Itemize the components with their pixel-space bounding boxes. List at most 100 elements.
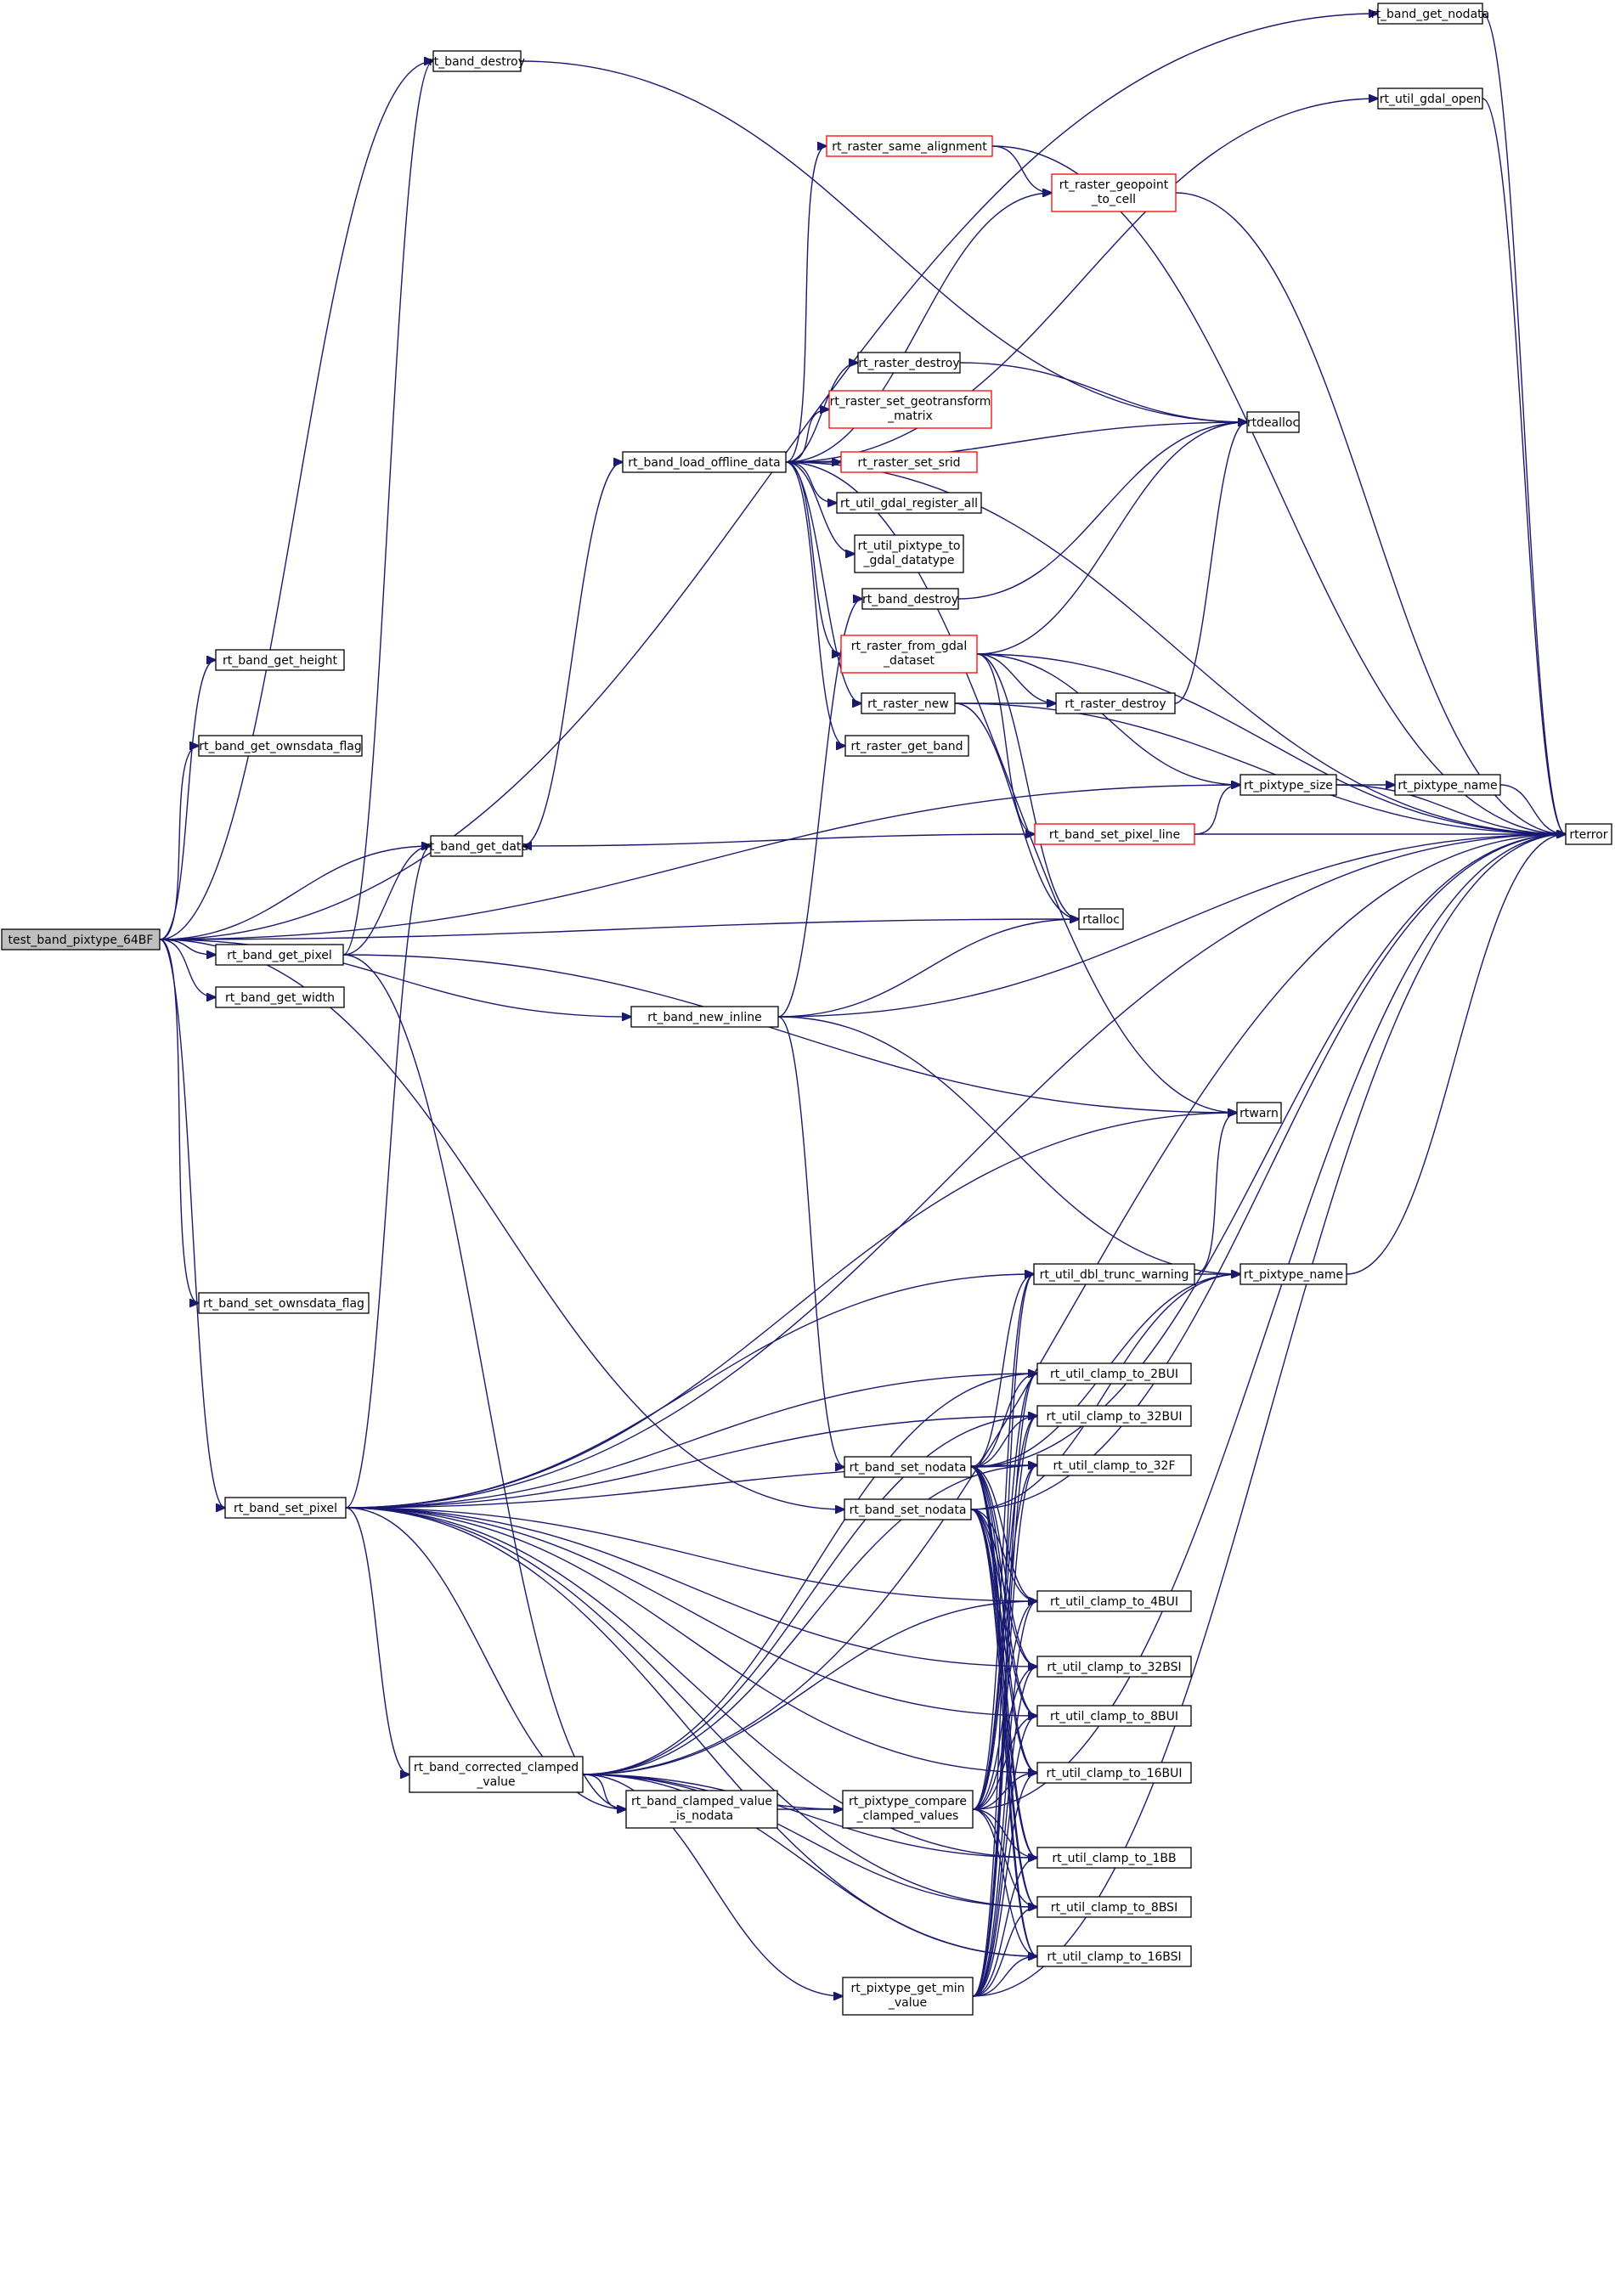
edge-path bbox=[970, 1466, 1037, 1667]
node-clamp_2bui[interactable]: rt_util_clamp_to_2BUI bbox=[1036, 1362, 1192, 1385]
node-label: rt_band_destroy bbox=[429, 55, 525, 69]
node-box bbox=[1036, 1656, 1192, 1678]
node-gdal_register[interactable]: rt_util_gdal_register_all bbox=[836, 492, 982, 514]
node-dbl_trunc[interactable]: rt_util_dbl_trunc_warning bbox=[1033, 1263, 1195, 1285]
node-clamp_4bui[interactable]: rt_util_clamp_to_4BUI bbox=[1036, 1590, 1192, 1612]
node-box bbox=[430, 835, 523, 857]
edge-path bbox=[972, 1465, 1037, 1810]
edge-compare_clamped-to-clamp_32f bbox=[972, 1465, 1037, 1810]
edge-path bbox=[159, 939, 631, 1017]
node-clamp_16bui[interactable]: rt_util_clamp_to_16BUI bbox=[1036, 1762, 1192, 1784]
node-geopoint[interactable]: rt_raster_geopoint_to_cell bbox=[1051, 173, 1177, 212]
node-label: rt_util_clamp_to_16BUI bbox=[1047, 1767, 1183, 1780]
node-compare_clamped[interactable]: rt_pixtype_compare_clamped_values bbox=[842, 1790, 974, 1829]
node-set_nodata_a[interactable]: rt_band_set_nodata bbox=[844, 1456, 972, 1478]
node-box bbox=[857, 352, 961, 374]
node-label: rt_band_get_nodata bbox=[1371, 8, 1489, 21]
node-destroy_mid[interactable]: rt_band_destroy bbox=[861, 588, 959, 610]
node-raster_destroy_a[interactable]: rt_raster_destroy bbox=[857, 352, 961, 374]
edge-corrected-to-clamp_2bui bbox=[582, 1374, 1037, 1775]
edge-from_gdal-to-rtalloc bbox=[976, 653, 1079, 919]
node-get_ownsdata[interactable]: rt_band_get_ownsdata_flag bbox=[198, 735, 363, 757]
node-pixtype_name_b[interactable]: rt_pixtype_name bbox=[1239, 1263, 1347, 1285]
node-label: _gdal_datatype bbox=[862, 554, 954, 567]
edge-set_pixel-to-clamp_8bsi bbox=[345, 1507, 1037, 1907]
node-raster_destroy_b[interactable]: rt_raster_destroy bbox=[1055, 692, 1176, 714]
node-box bbox=[854, 534, 964, 573]
edge-path bbox=[972, 1667, 1037, 1997]
node-clamp_8bui[interactable]: rt_util_clamp_to_8BUI bbox=[1036, 1705, 1192, 1727]
node-rterror[interactable]: rterror bbox=[1565, 823, 1612, 845]
node-box bbox=[1565, 823, 1612, 845]
edge-path bbox=[582, 1374, 1037, 1775]
node-rtwarn[interactable]: rtwarn bbox=[1236, 1102, 1282, 1124]
edge-corrected-to-clamped_nodata bbox=[582, 1774, 626, 1809]
node-corrected[interactable]: rt_band_corrected_clamped_value bbox=[409, 1756, 584, 1793]
node-set_srid[interactable]: rt_raster_set_srid bbox=[840, 451, 978, 473]
node-clamp_8bsi[interactable]: rt_util_clamp_to_8BSI bbox=[1036, 1896, 1192, 1918]
node-new_inline[interactable]: rt_band_new_inline bbox=[630, 1006, 779, 1028]
node-clamp_16bsi[interactable]: rt_util_clamp_to_16BSI bbox=[1036, 1945, 1192, 1967]
node-set_nodata_b[interactable]: rt_band_set_nodata bbox=[844, 1498, 972, 1520]
node-clamped_nodata[interactable]: rt_band_clamped_value_is_nodata bbox=[625, 1790, 778, 1829]
node-set_pixel[interactable]: rt_band_set_pixel bbox=[224, 1497, 347, 1519]
edge-get_nodata-to-rterror bbox=[1482, 13, 1566, 834]
edge-load_offline-to-same_align bbox=[785, 146, 827, 463]
node-label: rt_pixtype_get_min bbox=[851, 1982, 965, 1995]
node-gdal_open[interactable]: rt_util_gdal_open bbox=[1377, 87, 1483, 110]
node-clamp_32bui[interactable]: rt_util_clamp_to_32BUI bbox=[1036, 1405, 1192, 1427]
nodes-layer: test_band_pixtype_64BF rt_band_get_nodata… bbox=[1, 3, 1612, 2016]
edge-from_gdal-to-raster_destroy_b bbox=[976, 653, 1056, 703]
node-from_gdal[interactable]: rt_raster_from_gdal_dataset bbox=[840, 635, 978, 674]
node-rtalloc[interactable]: rtalloc bbox=[1078, 908, 1124, 930]
node-get_nodata[interactable]: rt_band_get_nodata bbox=[1371, 3, 1489, 25]
edge-path bbox=[991, 145, 1566, 834]
node-set_ownsdata[interactable]: rt_band_set_ownsdata_flag bbox=[198, 1292, 370, 1314]
edge-load_offline-to-gdal_register bbox=[785, 461, 837, 503]
edge-path bbox=[582, 1774, 626, 1809]
edge-compare_clamped-to-rterror bbox=[972, 834, 1566, 1810]
node-get_height[interactable]: rt_band_get_height bbox=[215, 649, 345, 671]
node-get_min[interactable]: rt_pixtype_get_min_value bbox=[842, 1977, 974, 2016]
edge-path bbox=[976, 653, 1566, 834]
node-clamp_32bsi[interactable]: rt_util_clamp_to_32BSI bbox=[1036, 1656, 1192, 1678]
edge-path bbox=[972, 834, 1566, 1997]
edge-path bbox=[1175, 192, 1566, 834]
edge-path bbox=[342, 954, 626, 1809]
node-label: rt_band_set_pixel_line bbox=[1049, 828, 1180, 842]
node-destroy_top[interactable]: rt_band_destroy bbox=[429, 50, 525, 72]
node-rtdealloc[interactable]: rtdealloc bbox=[1246, 411, 1300, 433]
node-raster_get_band[interactable]: rt_raster_get_band bbox=[844, 735, 969, 757]
edge-path bbox=[345, 1507, 1037, 1667]
edge-path bbox=[972, 1465, 1037, 1997]
node-load_offline[interactable]: rt_band_load_offline_data bbox=[622, 451, 787, 473]
node-raster_new[interactable]: rt_raster_new bbox=[861, 692, 956, 714]
node-set_pixel_line[interactable]: rt_band_set_pixel_line bbox=[1034, 823, 1195, 845]
edge-path bbox=[345, 846, 431, 1509]
node-get_data[interactable]: rt_band_get_data bbox=[425, 835, 528, 857]
edge-path bbox=[345, 1113, 1237, 1509]
node-label: rt_raster_set_geotransform bbox=[830, 395, 991, 409]
edge-path bbox=[777, 1016, 1240, 1274]
node-label: rt_util_gdal_open bbox=[1380, 93, 1482, 106]
node-same_align[interactable]: rt_raster_same_alignment bbox=[826, 135, 993, 157]
node-pixtype_size[interactable]: rt_pixtype_size bbox=[1239, 774, 1337, 796]
node-clamp_32f[interactable]: rt_util_clamp_to_32F bbox=[1036, 1454, 1192, 1476]
node-label: rt_util_dbl_trunc_warning bbox=[1040, 1268, 1189, 1282]
edge-get_pixel-to-rtwarn bbox=[342, 954, 1237, 1113]
node-root[interactable]: test_band_pixtype_64BF bbox=[1, 928, 161, 951]
edge-path bbox=[159, 846, 431, 940]
node-label: rt_raster_set_srid bbox=[858, 456, 961, 470]
edge-get_min-to-clamp_32f bbox=[972, 1465, 1037, 1997]
node-get_pixel[interactable]: rt_band_get_pixel bbox=[215, 944, 344, 966]
edge-new_inline-to-rterror bbox=[777, 834, 1566, 1018]
node-clamp_1bb[interactable]: rt_util_clamp_to_1BB bbox=[1036, 1847, 1192, 1869]
edge-path bbox=[972, 1858, 1037, 1997]
node-pixtype_name_a[interactable]: rt_pixtype_name bbox=[1394, 774, 1501, 796]
edge-path bbox=[777, 1016, 844, 1467]
edge-get_min-to-clamp_8bsi bbox=[972, 1907, 1037, 1997]
edge-path bbox=[159, 746, 199, 940]
node-pixtype_gdal[interactable]: rt_util_pixtype_to_gdal_datatype bbox=[854, 534, 964, 573]
node-set_geotransform[interactable]: rt_raster_set_geotransform_matrix bbox=[828, 390, 992, 429]
node-get_width[interactable]: rt_band_get_width bbox=[215, 986, 345, 1008]
